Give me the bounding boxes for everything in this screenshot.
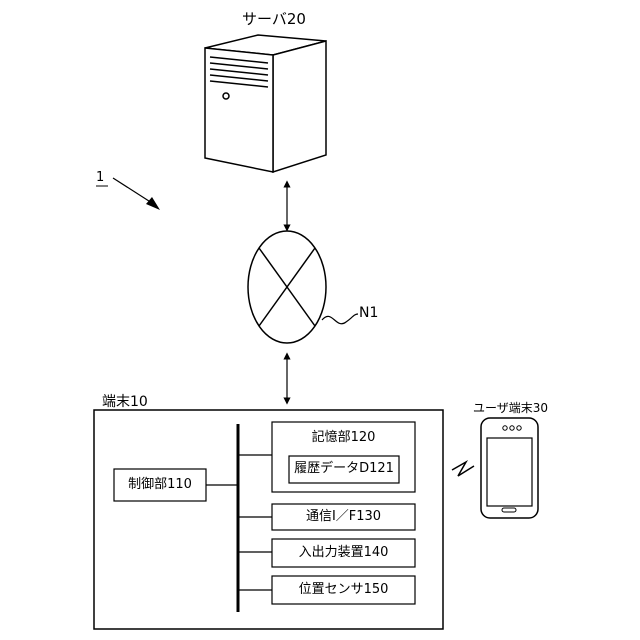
server-icon (205, 35, 326, 172)
server-label: サーバ20 (242, 11, 306, 27)
terminal-label: 端末10 (102, 394, 148, 410)
comm-if-label: 通信I／F130 (272, 509, 415, 525)
figure-ref-arrow (96, 178, 160, 210)
smartphone-icon (481, 418, 538, 518)
figure-ref-number: 1 (96, 170, 104, 186)
io-device-label: 入出力装置140 (272, 545, 415, 561)
network-icon (248, 231, 326, 343)
storage-unit-label: 記憶部120 (272, 430, 415, 446)
wireless-link-icon (452, 462, 474, 476)
network-label: N1 (359, 305, 378, 321)
network-leader-line (322, 314, 358, 324)
control-unit-label: 制御部110 (114, 477, 206, 493)
history-data-label: 履歴データD121 (289, 461, 399, 477)
user-terminal-label: ユーザ端末30 (473, 400, 548, 416)
position-sensor-label: 位置センサ150 (272, 582, 415, 598)
